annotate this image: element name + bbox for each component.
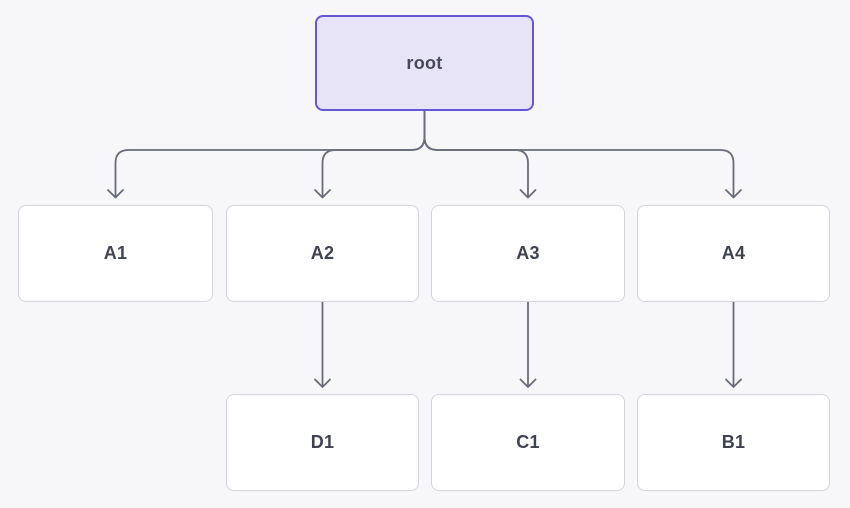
tree-node-d1[interactable]: D1 [226,394,419,491]
arrowhead-a1-icon [107,189,124,199]
arrowhead-a4-icon [725,189,742,199]
node-label-a3: A3 [516,243,540,263]
node-label-a1: A1 [103,243,128,263]
node-label-b1: B1 [721,432,746,452]
edge-root-a3 [423,110,529,197]
tree-node-c1[interactable]: C1 [431,394,625,491]
tree-node-a2[interactable]: A2 [226,205,419,302]
edge-root-a2 [321,110,426,197]
tree-node-b1[interactable]: B1 [637,394,830,491]
arrowhead-c1-icon [519,378,537,388]
node-label-a4: A4 [721,243,746,263]
node-label-d1: D1 [310,432,335,452]
tree-node-a4[interactable]: A4 [637,205,830,302]
tree-node-a3[interactable]: A3 [431,205,625,302]
node-label-root: root [406,52,443,73]
tree-node-root[interactable]: root [315,15,534,111]
arrowhead-b1-icon [725,378,742,388]
edge-root-a1 [114,110,426,197]
arrowhead-d1-icon [314,378,331,388]
edge-root-a4 [423,110,735,197]
node-label-a2: A2 [310,243,335,263]
node-label-c1: C1 [516,432,540,452]
arrowhead-a2-icon [314,189,331,199]
tree-node-a1[interactable]: A1 [18,205,213,302]
arrowhead-a3-icon [519,189,537,199]
